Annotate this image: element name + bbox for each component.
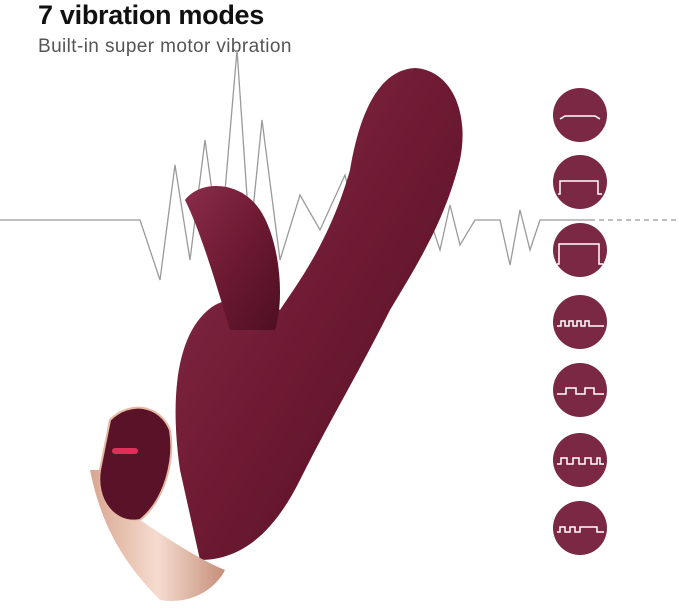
mode-icon-1 (553, 88, 607, 142)
mode-icon-2 (553, 155, 607, 209)
mode-icon-3 (553, 223, 607, 277)
mode-icon-7 (553, 501, 607, 555)
product-rose-gold-base (90, 470, 225, 601)
mode-icon-5 (553, 363, 607, 417)
power-indicator-light (112, 448, 138, 454)
product-clitoral-arm (185, 186, 280, 330)
product-control-panel (98, 406, 173, 522)
product-shaft (175, 68, 463, 560)
page-subtitle: Built-in super motor vibration (38, 36, 292, 57)
waveform-line (0, 49, 590, 281)
page-title: 7 vibration modes (38, 0, 264, 30)
mode-icon-6 (553, 433, 607, 487)
mode-icon-4 (553, 295, 607, 349)
